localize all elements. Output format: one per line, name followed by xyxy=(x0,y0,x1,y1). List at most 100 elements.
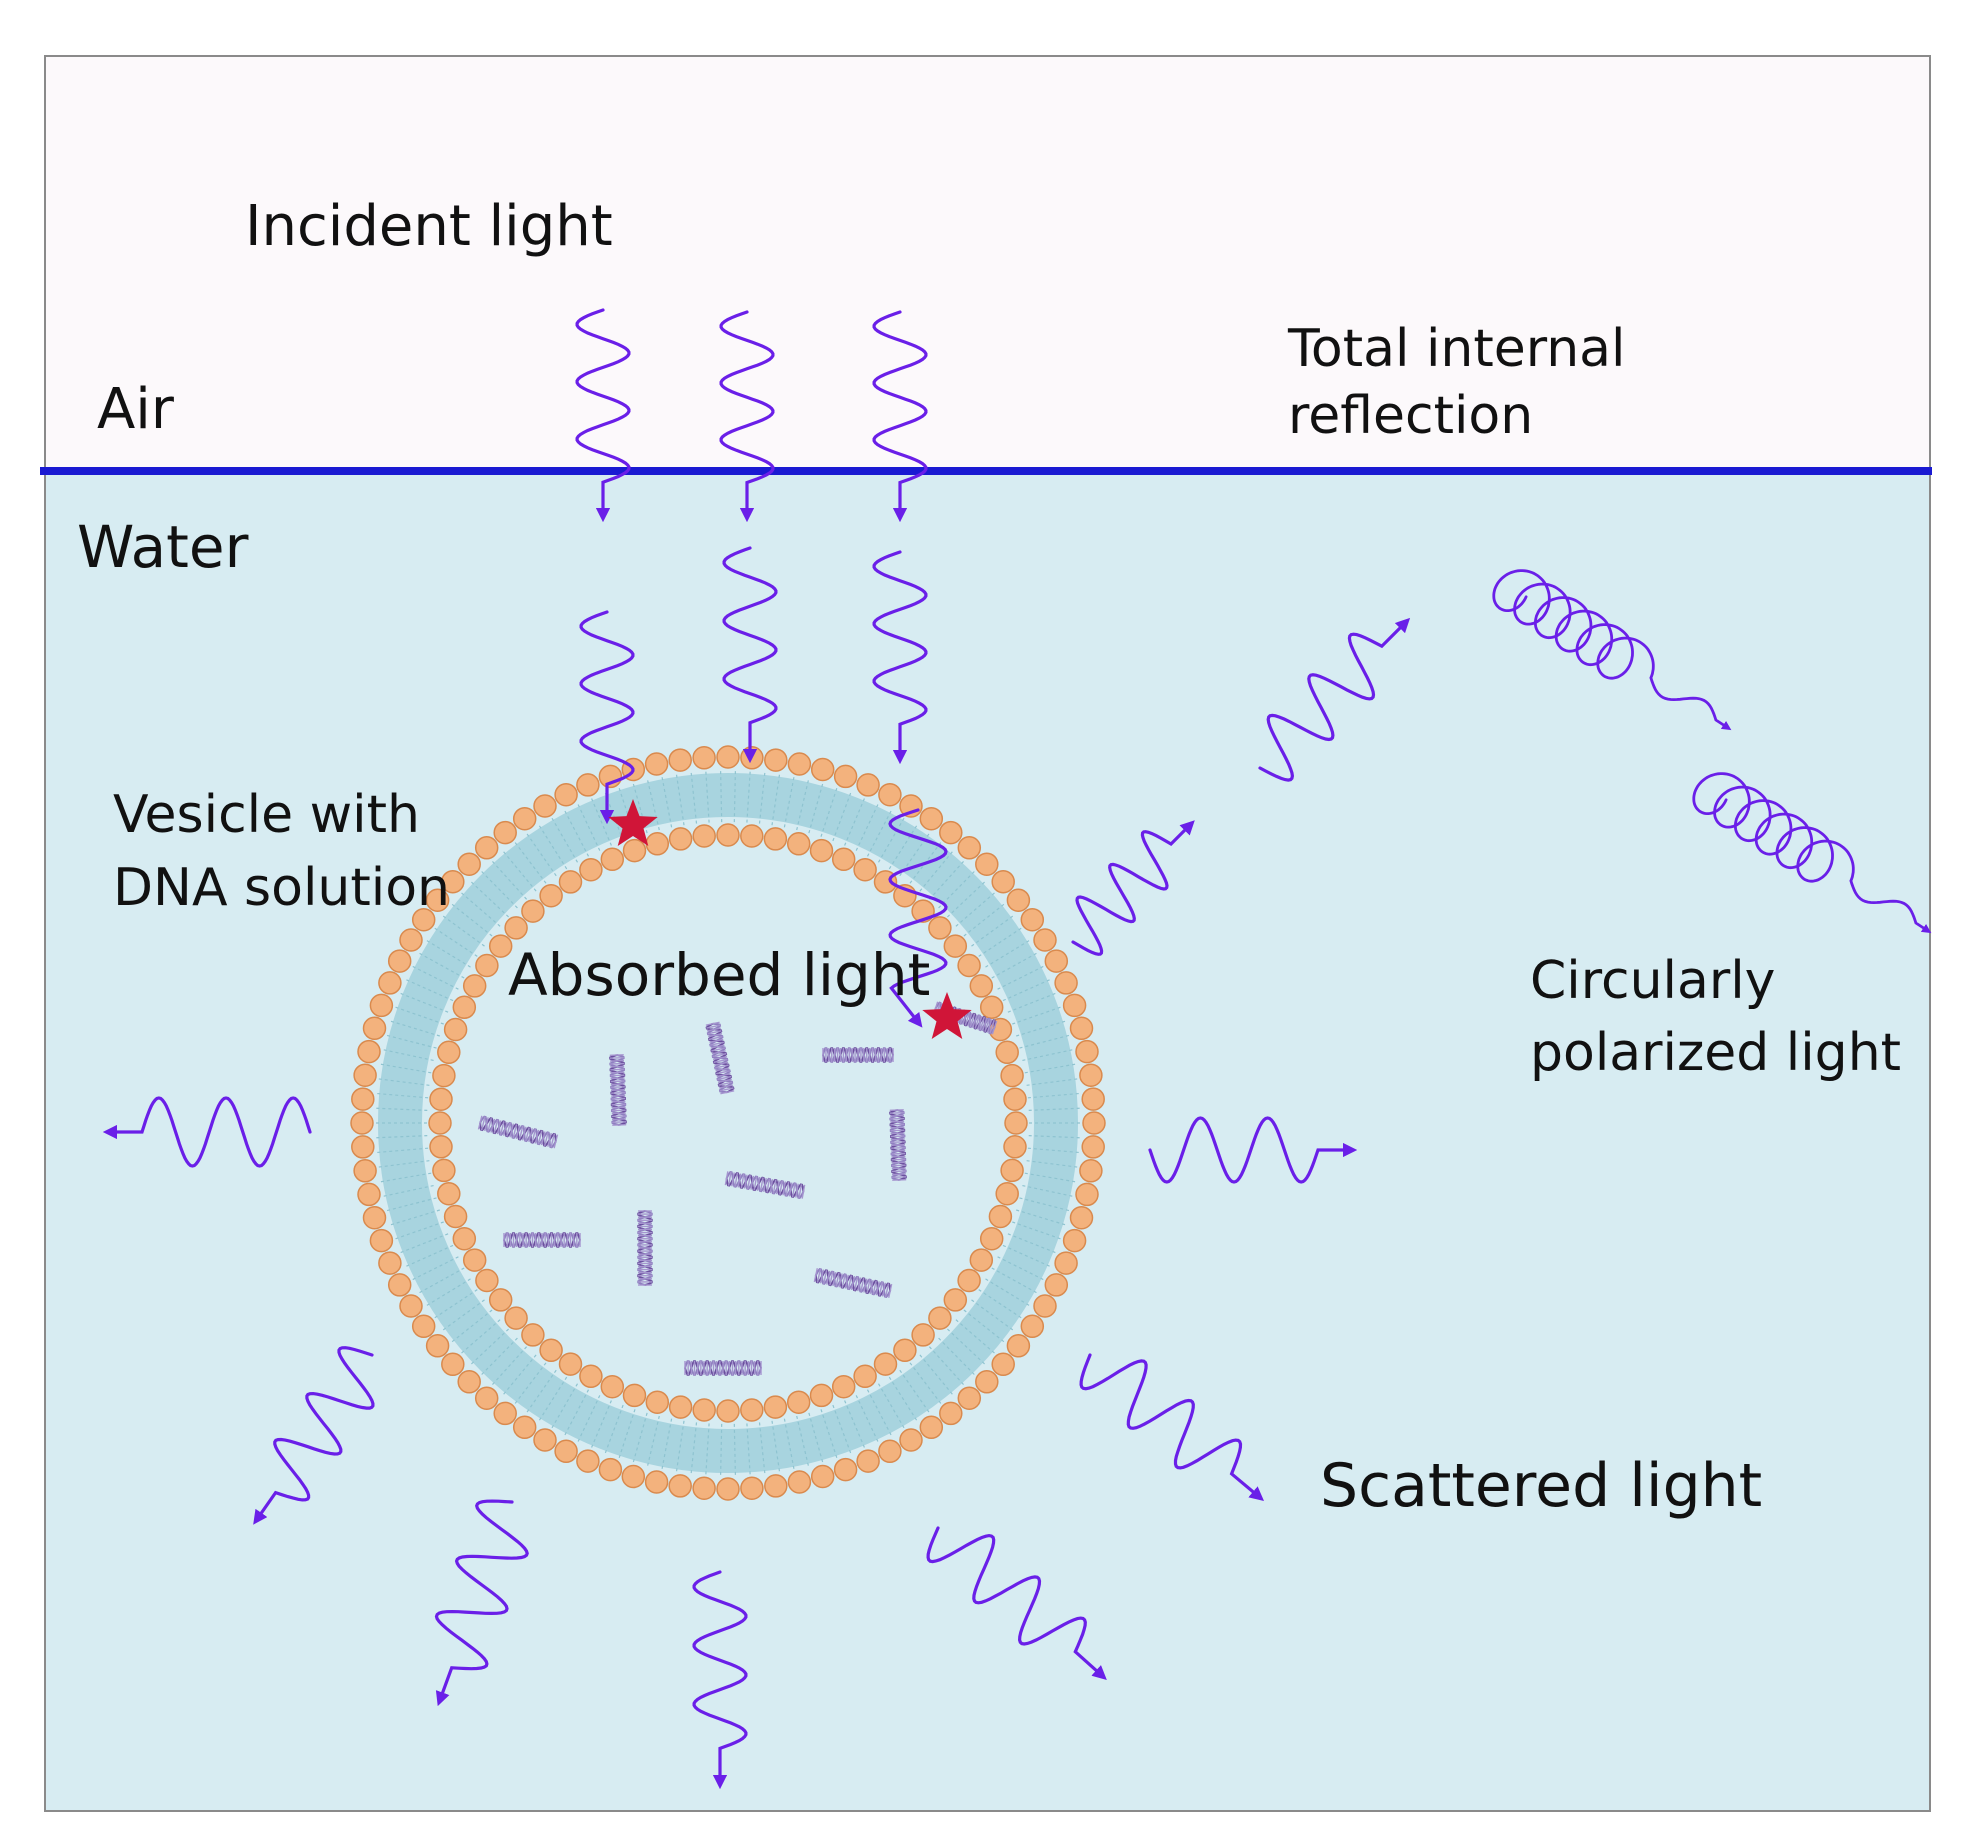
lipid-tail xyxy=(382,1049,434,1061)
lipid-head xyxy=(1081,1087,1105,1111)
lipid-tail xyxy=(442,915,485,947)
lipid-head xyxy=(539,883,563,908)
lipid-tail xyxy=(433,927,478,957)
lipid-head xyxy=(533,794,557,818)
lipid-head xyxy=(911,1323,935,1347)
lipid-head xyxy=(1003,1135,1027,1159)
lipid-tail xyxy=(376,1147,429,1154)
lipid-head xyxy=(1033,928,1057,952)
light-wave-arrow xyxy=(722,546,778,764)
lipid-tail xyxy=(411,1256,459,1281)
lipid-head xyxy=(443,1204,468,1229)
lipid-tail xyxy=(955,891,996,927)
lipid-head xyxy=(441,1352,465,1377)
lipid-head xyxy=(873,1352,898,1376)
lipid-tail xyxy=(377,1160,430,1168)
lipid-head xyxy=(512,1415,537,1440)
lipid-tail xyxy=(820,1409,838,1459)
lipid-head xyxy=(504,916,528,940)
lipid-tail xyxy=(526,1369,557,1414)
lipid-head xyxy=(387,949,412,973)
lipid-tail xyxy=(1019,1197,1071,1212)
lipid-head xyxy=(979,995,1004,1020)
lipid-tail xyxy=(928,860,965,900)
lipid-tail xyxy=(1002,978,1051,1002)
lipid-head xyxy=(716,823,740,847)
light-wave-arrow xyxy=(872,310,928,523)
lipid-tail xyxy=(1002,1244,1051,1268)
lipid-tail xyxy=(577,1395,601,1443)
lipid-head xyxy=(899,1428,923,1452)
lipid-tail xyxy=(379,1172,432,1183)
lipid-head xyxy=(943,1288,968,1312)
lipid-tail xyxy=(1024,1172,1077,1183)
light-wave-arrow xyxy=(926,1526,1107,1681)
lipid-head xyxy=(521,1323,545,1347)
lipid-head xyxy=(399,928,423,952)
lipid-head xyxy=(399,1294,423,1318)
lipid-head xyxy=(787,1470,812,1494)
lipid-head xyxy=(362,1016,387,1041)
lipid-tail xyxy=(705,770,710,823)
dna-helix xyxy=(889,1109,907,1181)
lipid-tail xyxy=(379,1063,432,1074)
lipid-tail xyxy=(411,965,459,990)
lipid-tail xyxy=(460,1319,501,1355)
lipid-head xyxy=(411,907,436,932)
lipid-head xyxy=(995,1181,1019,1206)
lipid-tail xyxy=(675,773,685,826)
lipid-tail xyxy=(661,1418,673,1470)
lipid-head xyxy=(878,782,902,807)
lipid-head xyxy=(369,993,394,1018)
lipid-head xyxy=(425,888,450,912)
lipid-head xyxy=(810,1464,835,1489)
lipid-tail xyxy=(758,771,766,824)
lipid-tail xyxy=(1027,1147,1080,1154)
lipid-tail xyxy=(451,903,493,937)
lipid-head xyxy=(668,1474,692,1498)
lipid-tail xyxy=(480,1337,518,1376)
lipid-tail xyxy=(866,809,893,857)
lipid-head xyxy=(598,1457,623,1482)
lipid-tail xyxy=(888,824,918,870)
total-internal-reflection-label-line2: reflection xyxy=(1288,386,1533,446)
lipid-tail xyxy=(526,832,557,877)
absorption-star-icons xyxy=(608,799,972,1039)
lipid-tail xyxy=(783,1418,795,1470)
lipid-head xyxy=(351,1135,375,1159)
lipid-head xyxy=(488,1288,513,1312)
lipid-tail xyxy=(1022,1049,1074,1061)
lipid-head xyxy=(692,746,716,770)
lipid-head xyxy=(853,857,877,882)
lipid-head xyxy=(668,748,692,772)
lipid-tail xyxy=(978,1289,1023,1319)
lipid-tail xyxy=(720,1423,723,1476)
lipid-tail xyxy=(820,787,838,837)
lipid-head xyxy=(740,1476,764,1500)
circularly-polarized-label-line1: Circularly xyxy=(1530,951,1775,1011)
lipid-tail xyxy=(1028,1107,1081,1111)
light-wave-arrow xyxy=(575,308,631,523)
light-wave-arrow xyxy=(1071,820,1195,956)
lipid-head xyxy=(692,1476,716,1500)
lipid-tail xyxy=(514,841,547,884)
lipid-head xyxy=(833,764,858,789)
lipid-head xyxy=(369,1228,394,1253)
lipid-head xyxy=(411,1314,436,1339)
lipid-head xyxy=(957,953,981,978)
dna-helix xyxy=(503,1232,581,1248)
lipid-tail xyxy=(783,776,795,828)
lipid-head xyxy=(1006,888,1031,912)
lipid-tail xyxy=(866,1389,893,1437)
dna-helix xyxy=(822,1047,894,1063)
circular-polarized-waves xyxy=(1492,569,1932,934)
lipid-tail xyxy=(1026,1078,1079,1086)
lipid-tail xyxy=(1007,992,1057,1013)
circular-polarized-wave xyxy=(1492,569,1732,731)
lipid-tail xyxy=(1022,1185,1074,1197)
lipid-tail xyxy=(405,1244,454,1268)
lipid-tail xyxy=(491,860,528,900)
lipid-tail xyxy=(690,1422,698,1475)
lipid-head xyxy=(600,1374,625,1399)
lipid-head xyxy=(1062,1228,1087,1253)
